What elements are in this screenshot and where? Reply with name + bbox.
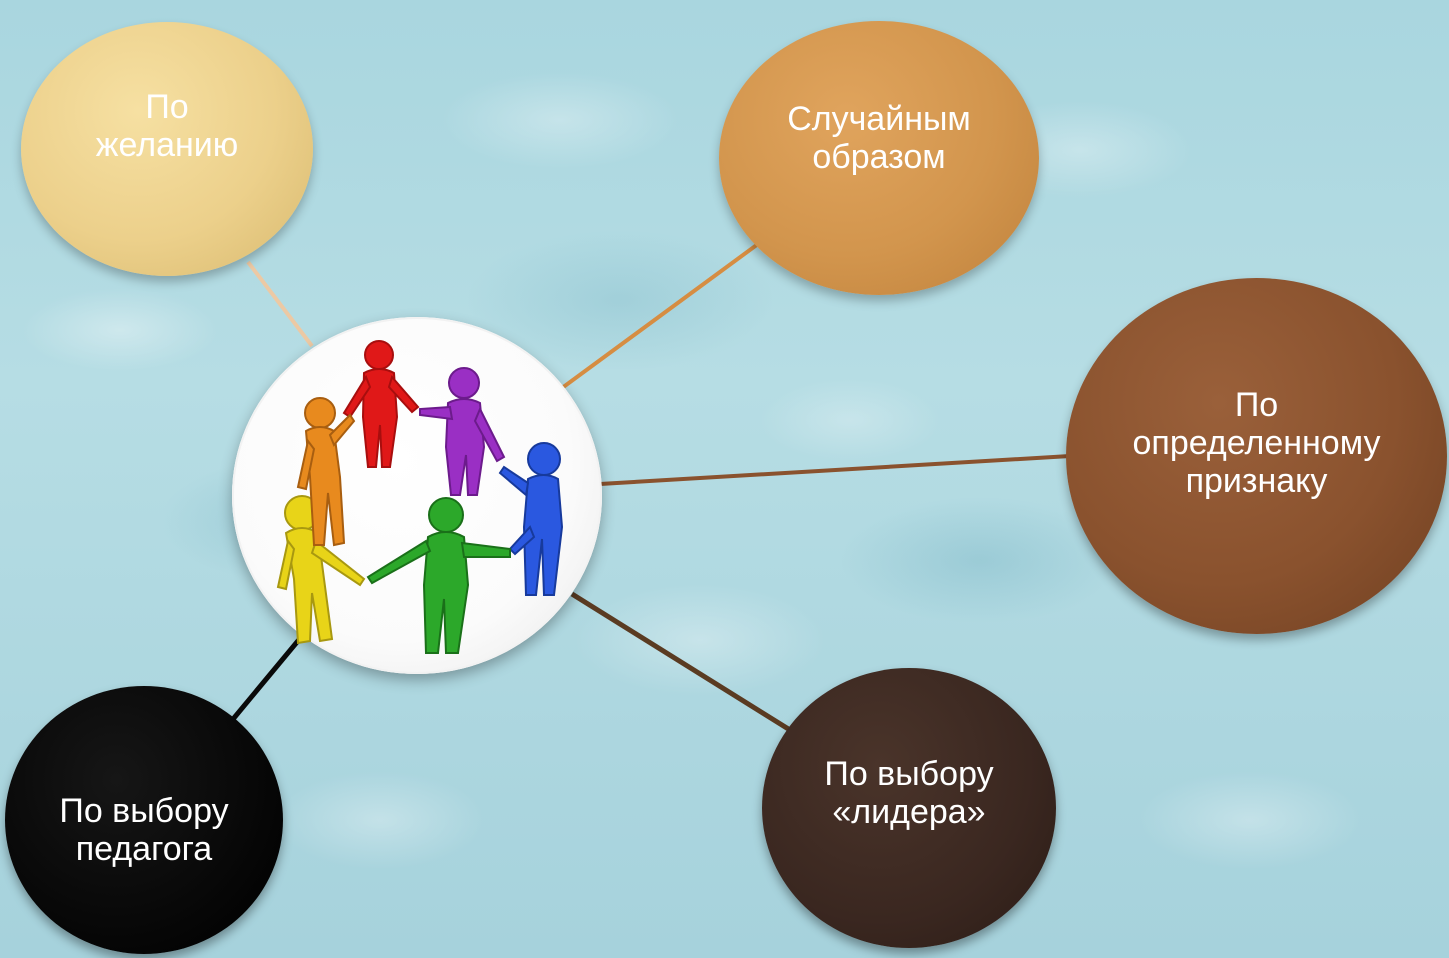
connector-leader — [570, 591, 792, 733]
node-attribute-label: По определенному признаку — [1132, 386, 1381, 500]
node-teacher: По выбору педагога — [5, 686, 283, 954]
figure-purple — [419, 367, 506, 496]
figure-green — [366, 497, 511, 654]
node-random: Случайным образом — [719, 21, 1039, 295]
connector-random — [560, 242, 760, 390]
node-desire-label: По желанию — [95, 88, 239, 164]
figure-blue — [498, 442, 564, 596]
connector-desire — [246, 260, 314, 348]
connector-attribute — [599, 454, 1071, 486]
figure-yellow — [276, 495, 366, 645]
figure-orange — [296, 397, 356, 547]
people-circle-icon — [276, 340, 564, 654]
node-attribute: По определенному признаку — [1066, 278, 1447, 634]
node-random-label: Случайным образом — [787, 100, 971, 176]
node-desire: По желанию — [21, 22, 313, 276]
node-leader-label: По выбору «лидера» — [824, 755, 994, 831]
node-leader: По выбору «лидера» — [762, 668, 1056, 948]
figure-red — [342, 340, 420, 468]
node-teacher-label: По выбору педагога — [59, 792, 229, 868]
connector-teacher — [222, 634, 304, 732]
center-hub — [232, 317, 602, 674]
